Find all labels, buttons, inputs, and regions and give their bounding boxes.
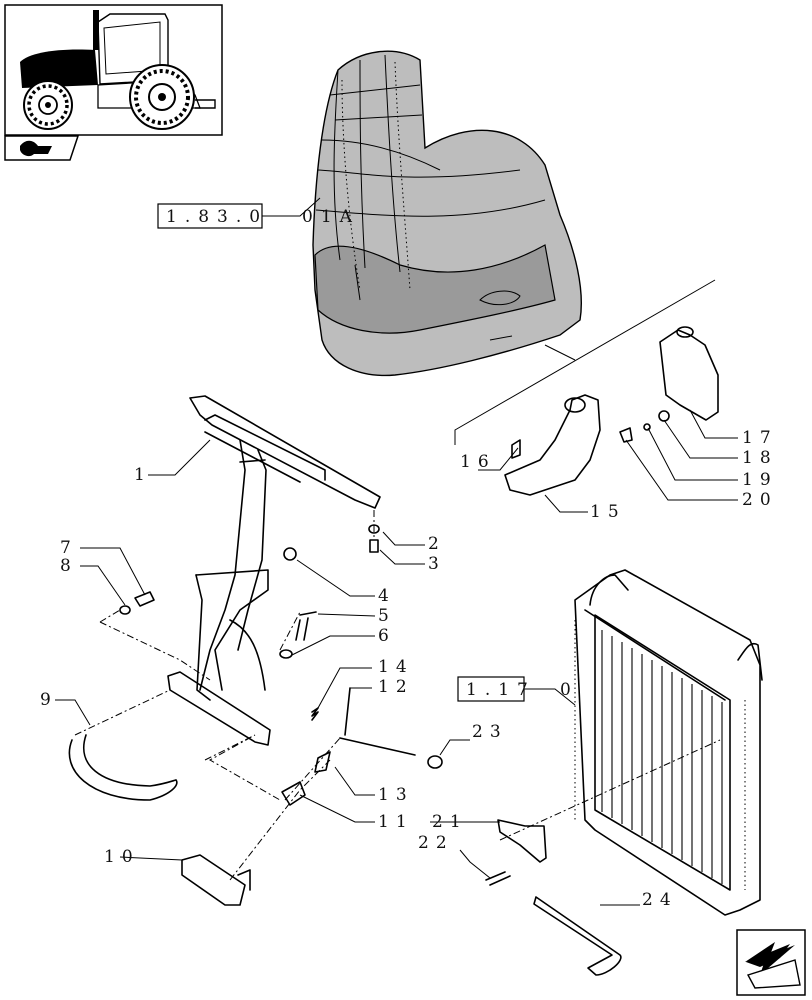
callout-17[interactable]: 17 — [742, 428, 778, 448]
assembly-centerlines — [74, 510, 721, 881]
callout-1[interactable]: 1 — [134, 465, 152, 485]
callout-5[interactable]: 5 — [378, 606, 396, 626]
right-bracket-parts — [504, 326, 719, 496]
callout-13[interactable]: 13 — [378, 785, 414, 805]
callout-12[interactable]: 12 — [378, 677, 414, 697]
divider-line-2 — [544, 344, 576, 361]
tractor-thumbnail-icon — [4, 4, 223, 136]
callout-10[interactable]: 10 — [104, 847, 140, 867]
callout-labels: 1 2 3 4 5 6 7 8 9 10 11 12 13 14 15 16 1… — [40, 428, 778, 910]
hardware-parts — [68, 524, 622, 976]
radiator-assembly-drawing — [574, 569, 763, 916]
leader-lines — [55, 409, 738, 906]
callout-4[interactable]: 4 — [378, 586, 396, 606]
hood-ref-code: 1.83.0 — [166, 207, 268, 227]
radiator-fins — [601, 630, 723, 884]
callout-21[interactable]: 21 — [432, 812, 468, 832]
section-marker-icon — [4, 135, 80, 161]
callout-14[interactable]: 14 — [378, 657, 414, 677]
callout-8[interactable]: 8 — [60, 556, 78, 576]
divider-line — [454, 279, 716, 445]
callout-19[interactable]: 19 — [742, 470, 778, 490]
callout-7[interactable]: 7 — [60, 538, 78, 558]
callout-23[interactable]: 23 — [472, 722, 508, 742]
callout-6[interactable]: 6 — [378, 626, 396, 646]
frame-support-part — [167, 395, 381, 746]
callout-18[interactable]: 18 — [742, 448, 778, 468]
hood-assembly-drawing — [312, 50, 582, 377]
callout-11[interactable]: 11 — [378, 812, 414, 832]
callout-20[interactable]: 20 — [742, 490, 778, 510]
radiator-ref-suffix: 0 — [560, 680, 579, 700]
callout-24[interactable]: 24 — [642, 890, 678, 910]
hood-reference-label[interactable]: 1.83.0 01A — [157, 197, 360, 229]
radiator-reference-label[interactable]: 1.17 0 — [457, 676, 579, 706]
callout-16[interactable]: 16 — [460, 452, 496, 472]
callout-9[interactable]: 9 — [40, 690, 58, 710]
callout-22[interactable]: 22 — [418, 833, 454, 853]
callout-3[interactable]: 3 — [428, 554, 446, 574]
next-page-arrow-icon[interactable] — [736, 929, 806, 996]
hood-ref-suffix: 01A — [302, 207, 360, 227]
callout-2[interactable]: 2 — [428, 534, 446, 554]
radiator-ref-code: 1.17 — [466, 680, 536, 700]
callout-15[interactable]: 15 — [590, 502, 626, 522]
